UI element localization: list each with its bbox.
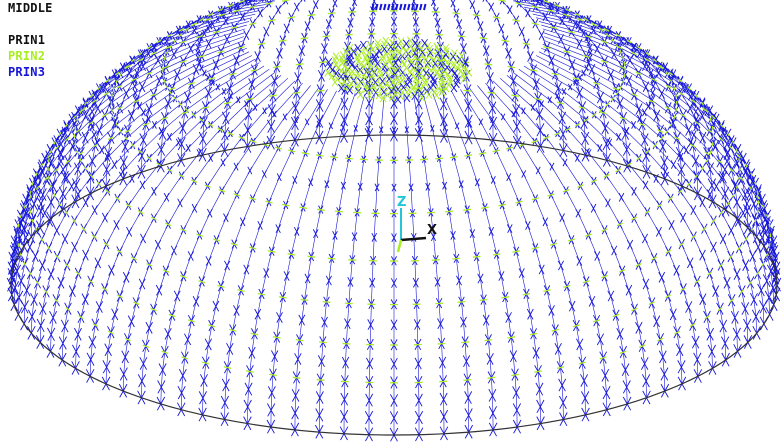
legend-prin2: PRIN2 — [8, 48, 53, 64]
triad-z-label: Z — [397, 195, 406, 210]
view-label: MIDDLE — [8, 0, 53, 16]
triad-x-axis — [401, 238, 426, 240]
prin3-meridian-vectors — [7, 0, 781, 441]
legend-prin3: PRIN3 — [8, 64, 53, 80]
plot-legend: MIDDLE PRIN1 PRIN2 PRIN3 — [8, 0, 53, 80]
triad-x-label: X — [427, 223, 437, 238]
coordinate-triad: Z X — [397, 195, 437, 252]
legend-prin1: PRIN1 — [8, 32, 53, 48]
triad-y-axis — [398, 240, 401, 252]
